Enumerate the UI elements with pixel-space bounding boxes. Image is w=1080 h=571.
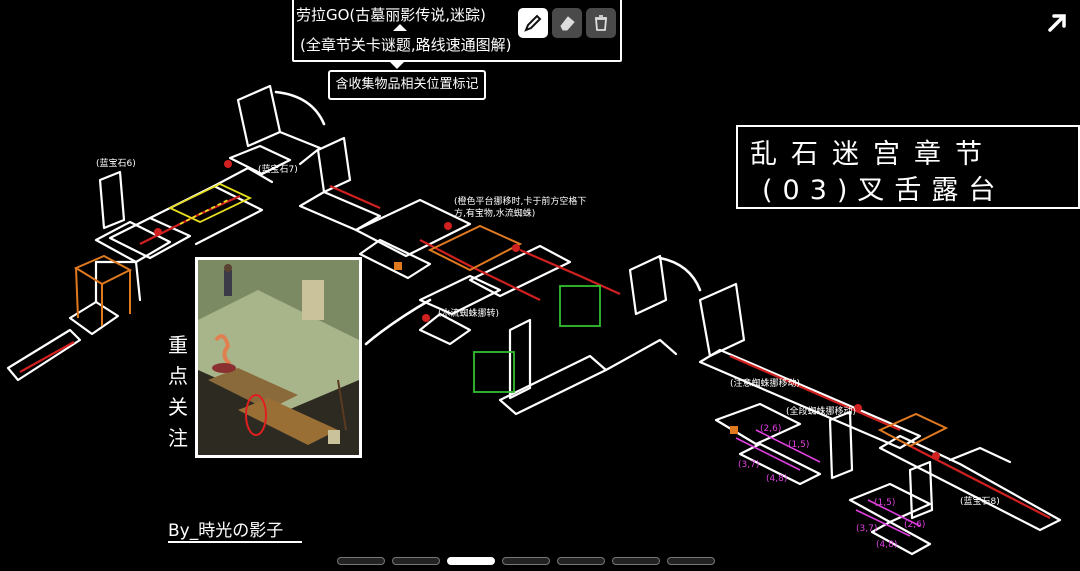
trash-button[interactable] xyxy=(586,8,616,38)
purple-note: (2,6) xyxy=(760,424,782,434)
page-dot-active[interactable] xyxy=(447,557,495,565)
page-dot[interactable] xyxy=(502,557,550,565)
header-caret-down xyxy=(390,62,404,69)
collectibles-note: 含收集物品相关位置标记 xyxy=(328,70,486,100)
chapter-title-box xyxy=(736,125,1080,209)
page-dot[interactable] xyxy=(337,557,385,565)
game-screenshot-inset xyxy=(195,257,362,458)
eraser-icon xyxy=(560,16,575,31)
header-title: 劳拉GO(古墓丽影传说,迷踪) xyxy=(296,6,486,24)
pen-icon xyxy=(524,14,542,32)
purple-note: (1,5) xyxy=(874,498,896,508)
author-underline xyxy=(168,541,302,543)
purple-note: (3,7) xyxy=(856,524,878,534)
purple-note: (4,8) xyxy=(876,540,898,550)
pen-button[interactable] xyxy=(518,8,548,38)
header-subtitle: (全章节关卡谜题,路线速通图解) xyxy=(300,36,512,54)
game-scene-image xyxy=(198,260,359,455)
page-dot[interactable] xyxy=(612,557,660,565)
note-water-spider: (水流蜘蛛挪转) xyxy=(438,309,500,319)
note-gem-6: (蓝宝石6) xyxy=(96,159,136,169)
note-spider-section: (全段蜘蛛挪移动) xyxy=(786,407,857,417)
note-gem-8: (蓝宝石8) xyxy=(960,497,1000,507)
page-indicator xyxy=(337,557,715,565)
note-orange-platform: (橙色平台挪移时,卡于前方空格下方,有宝物,水流蜘蛛) xyxy=(454,197,587,219)
note-gem-7: (蓝宝石7) xyxy=(258,165,298,175)
page-dot[interactable] xyxy=(557,557,605,565)
purple-note: (2,6) xyxy=(904,520,926,530)
focus-label: 重点关注 xyxy=(168,333,188,450)
header-caret-up xyxy=(393,24,407,31)
purple-note: (1,5) xyxy=(788,440,810,450)
page-dot[interactable] xyxy=(392,557,440,565)
chapter-subtitle: (03)叉舌露台 xyxy=(762,175,1006,206)
trash-icon xyxy=(595,15,607,31)
purple-note: (4,8) xyxy=(766,474,788,484)
chapter-title: 乱石迷宫章节 xyxy=(750,139,996,170)
eraser-button[interactable] xyxy=(552,8,582,38)
purple-note: (3,7) xyxy=(738,460,760,470)
expand-icon[interactable] xyxy=(1044,10,1070,36)
page-dot[interactable] xyxy=(667,557,715,565)
author-signature: By_時光の影子 xyxy=(168,521,284,541)
note-spider-move: (注意蜘蛛挪移动) xyxy=(730,379,801,389)
